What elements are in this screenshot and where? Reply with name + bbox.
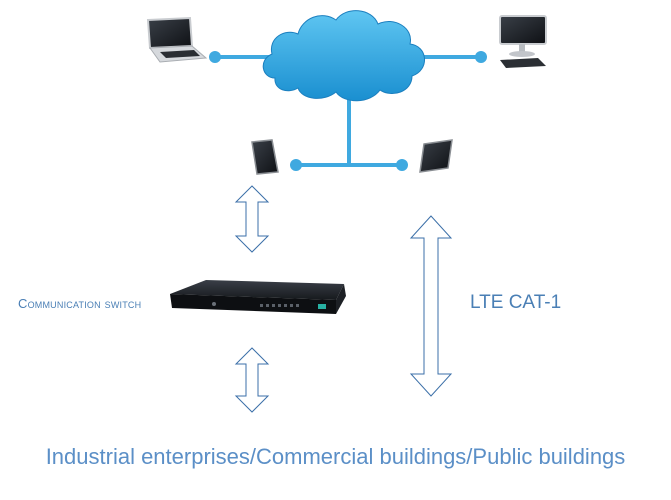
node-bottom-right (396, 159, 408, 171)
desktop-monitor-icon (499, 15, 547, 68)
node-bottom-left (290, 159, 302, 171)
network-nodes (209, 51, 487, 171)
communication-switch-label: Communication switch (18, 296, 142, 311)
cloud-icon (262, 10, 425, 102)
laptop-icon (146, 16, 208, 63)
double-arrow-icon-bottom (234, 347, 270, 413)
node-left (209, 51, 221, 63)
tablet-icon-left (251, 139, 279, 175)
double-arrow-icon-lte (409, 215, 453, 397)
network-switch-icon (170, 280, 346, 314)
lte-cat1-label: LTE CAT-1 (470, 292, 562, 313)
building-types-caption: Industrial enterprises/Commercial buildi… (45, 444, 626, 469)
tablet-icon-right (419, 139, 453, 173)
node-right (475, 51, 487, 63)
double-arrow-icon-top (234, 185, 270, 253)
